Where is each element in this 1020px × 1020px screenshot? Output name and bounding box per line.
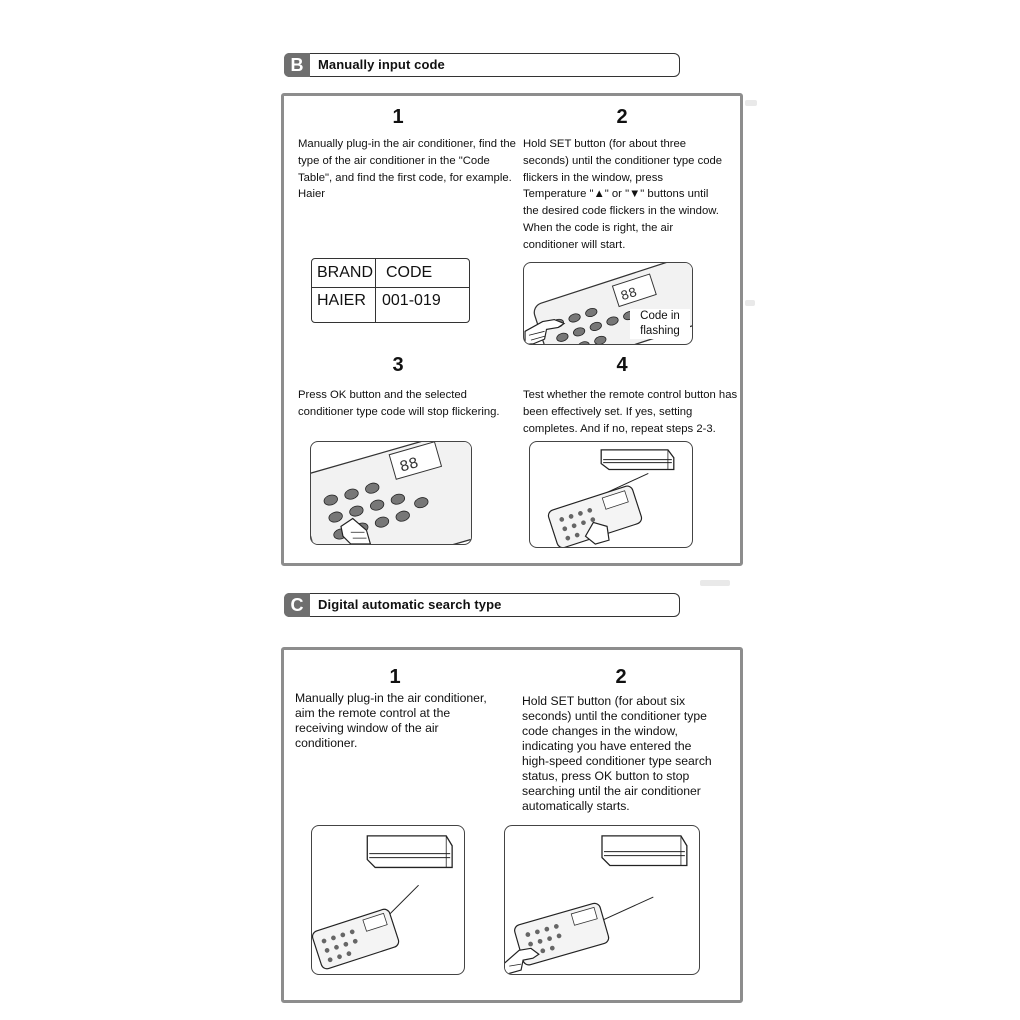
step-4-number: 4 <box>612 354 632 377</box>
section-b-letter: B <box>284 53 310 77</box>
step-c1-number: 1 <box>385 666 405 689</box>
step-3-text: Press OK button and the selected conditi… <box>298 387 518 421</box>
step-1-number: 1 <box>388 106 408 129</box>
pointing-hand-icon <box>505 826 699 974</box>
table-header-brand: BRAND <box>317 264 373 282</box>
section-b-title: Manually input code <box>318 57 445 72</box>
section-c-panel: 1 Manually plug-in the air conditioner, … <box>281 647 743 1003</box>
section-b-panel: 1 Manually plug-in the air conditioner, … <box>281 93 743 566</box>
section-b-header: B Manually input code <box>284 53 680 77</box>
section-c-header: C Digital automatic search type <box>284 593 680 617</box>
remote-control-icon <box>312 826 464 974</box>
step-c2-number: 2 <box>611 666 631 689</box>
step-2-illustration: 88 Code in flashing <box>523 262 693 345</box>
table-cell-brand: HAIER <box>317 292 366 310</box>
brand-code-table: BRAND CODE HAIER 001-019 <box>311 258 470 323</box>
section-c-letter: C <box>284 593 310 617</box>
pointing-hand-icon <box>311 442 471 544</box>
step-1-text: Manually plug-in the air conditioner, fi… <box>298 136 518 203</box>
step-4-illustration <box>529 441 693 548</box>
step-c2-text: Hold SET button (for about six seconds) … <box>522 694 737 814</box>
step-2-number: 2 <box>612 106 632 129</box>
pointing-hand-icon <box>530 442 692 547</box>
step-3-illustration: 88 <box>310 441 472 545</box>
code-in-flashing-label: Code in flashing <box>630 309 690 339</box>
step-3-number: 3 <box>388 354 408 377</box>
step-c1-text: Manually plug-in the air conditioner, ai… <box>295 691 515 751</box>
step-4-text: Test whether the remote control button h… <box>523 387 738 437</box>
step-2-text: Hold SET button (for about three seconds… <box>523 136 738 254</box>
section-c-title: Digital automatic search type <box>318 597 502 612</box>
step-c1-illustration <box>311 825 465 975</box>
table-header-code: CODE <box>386 264 432 282</box>
table-cell-code: 001-019 <box>382 292 441 310</box>
step-c2-illustration <box>504 825 700 975</box>
